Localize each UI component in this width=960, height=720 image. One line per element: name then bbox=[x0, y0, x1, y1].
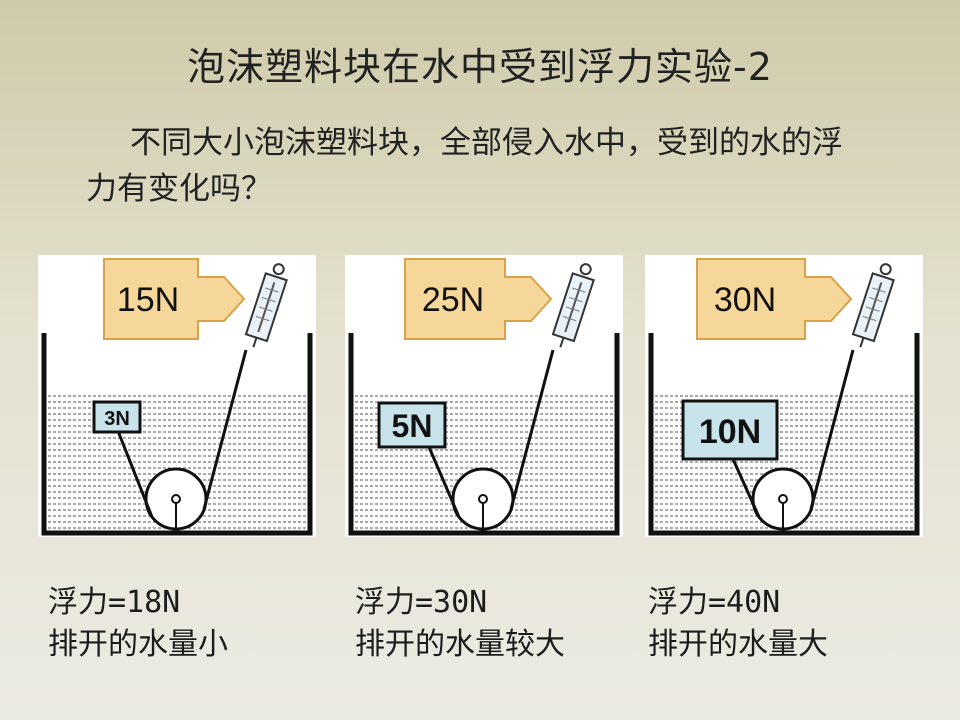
block-weight-label: 3N bbox=[104, 408, 130, 430]
reading-arrow bbox=[696, 258, 853, 340]
block-weight-label: 10N bbox=[699, 413, 761, 451]
displacement-note: 排开的水量大 bbox=[648, 627, 828, 662]
buoyancy-label: 浮力=40N bbox=[648, 585, 781, 620]
tank bbox=[648, 333, 920, 536]
tank bbox=[41, 333, 313, 536]
foam-block bbox=[92, 400, 142, 434]
experiment-panel-2: 5N 25N bbox=[345, 255, 623, 537]
buoyancy-label: 浮力=18N bbox=[48, 585, 181, 620]
scale-reading: 30N bbox=[714, 281, 776, 319]
buoyancy-label: 浮力=30N bbox=[355, 585, 488, 620]
scale-reading: 25N bbox=[422, 281, 484, 319]
displacement-note: 排开的水量较大 bbox=[355, 627, 565, 662]
displacement-note: 排开的水量小 bbox=[48, 627, 228, 662]
tank bbox=[348, 333, 620, 536]
experiment-diagram-2: 5N 25N bbox=[348, 258, 620, 536]
spring-scale-icon bbox=[851, 263, 895, 348]
caption-1: 浮力=18N 排开的水量小 bbox=[48, 582, 228, 666]
experiment-diagram-3: 10N 30N bbox=[648, 258, 920, 536]
reading-arrow bbox=[103, 258, 246, 340]
spring-scale-icon bbox=[244, 263, 288, 348]
foam-block bbox=[681, 399, 779, 461]
question-text: 不同大小泡沫塑料块，全部侵入水中，受到的水的浮力有变化吗？ bbox=[86, 125, 843, 207]
slide-title: 泡沫塑料块在水中受到浮力实验-2 bbox=[187, 45, 773, 89]
caption-2: 浮力=30N 排开的水量较大 bbox=[355, 582, 565, 666]
scale-reading: 15N bbox=[117, 281, 179, 319]
spring-scale-icon bbox=[551, 263, 595, 348]
block-weight-label: 5N bbox=[392, 408, 433, 444]
foam-block bbox=[377, 401, 447, 449]
experiment-panel-3: 10N 30N bbox=[645, 255, 923, 537]
experiment-panel-1: 3N 15N bbox=[38, 255, 316, 537]
experiment-diagram-1: 3N 15N bbox=[41, 258, 313, 536]
reading-arrow bbox=[404, 258, 553, 340]
caption-3: 浮力=40N 排开的水量大 bbox=[648, 582, 828, 666]
